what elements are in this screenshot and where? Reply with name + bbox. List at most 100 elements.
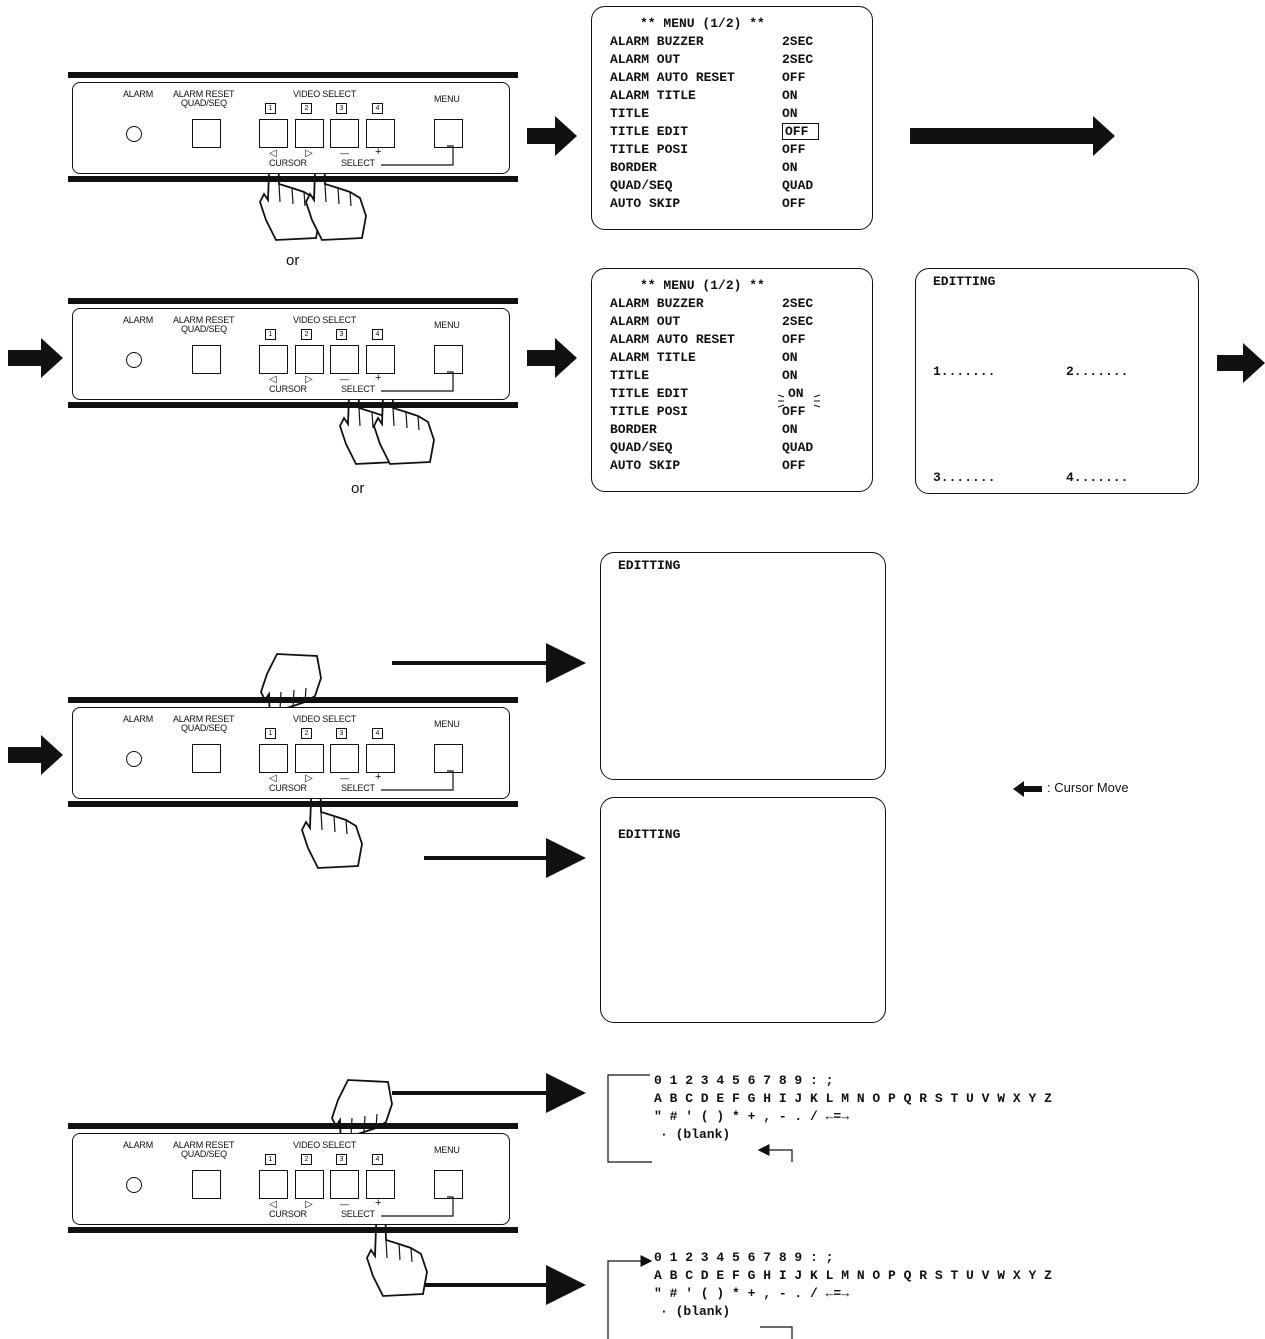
panel-rail-bottom	[68, 402, 518, 408]
video-select-4-button[interactable]	[366, 1170, 395, 1199]
video-select-3-button[interactable]	[330, 744, 359, 773]
menu-item-label: BORDER	[610, 160, 657, 175]
alarm-reset-button[interactable]	[192, 1170, 221, 1199]
menu-item-label: ALARM BUZZER	[610, 34, 704, 49]
edit-title: EDITTING	[618, 558, 681, 573]
channel-4-number: 4	[372, 103, 383, 114]
channel-1-number: 1	[265, 329, 276, 340]
alarm-reset-label: ALARM RESET	[173, 1140, 235, 1150]
charset-wrap-arrow-icon	[757, 1144, 793, 1162]
charset-wrap-arrow-icon	[607, 1255, 653, 1339]
select-plus-icon: +	[375, 372, 382, 384]
menu-item-value: QUAD	[782, 178, 814, 193]
video-select-3-button[interactable]	[330, 345, 359, 374]
menu-button[interactable]	[434, 119, 463, 148]
video-select-2-button[interactable]	[295, 1170, 324, 1199]
channel-2-number: 2	[301, 1154, 312, 1165]
quad-seq-label: QUAD/SEQ	[181, 723, 227, 733]
alarm-label: ALARM	[123, 714, 154, 724]
cursor-right-icon: ▷	[305, 148, 313, 159]
select-minus-icon: —	[340, 773, 349, 783]
video-select-4-button[interactable]	[366, 744, 395, 773]
menu-item-label: TITLE EDIT	[610, 124, 689, 139]
alarm-led-icon	[126, 126, 142, 142]
panel-rail-bottom	[68, 176, 518, 182]
cursor-label: CURSOR	[269, 783, 307, 793]
menu-item-value: 2SEC	[782, 52, 814, 67]
cursor-left-icon: ◁	[269, 773, 277, 784]
or-label: or	[351, 480, 365, 497]
video-select-4-button[interactable]	[366, 119, 395, 148]
menu-item-value: OFF	[782, 142, 806, 157]
menu-button[interactable]	[434, 345, 463, 374]
panel-face: ALARM ALARM RESET QUAD/SEQ VIDEO SELECT …	[72, 82, 510, 174]
select-minus-icon: —	[340, 1199, 349, 1209]
video-select-2-button[interactable]	[295, 744, 324, 773]
alarm-led-icon	[126, 352, 142, 368]
flow-arrow-icon	[8, 338, 63, 378]
panel-face: ALARM ALARM RESET QUAD/SEQ VIDEO SELECT …	[72, 1133, 510, 1225]
menu-item-value: OFF	[782, 332, 806, 347]
edit-screen-right-cursor: EDITTING	[600, 552, 886, 780]
channel-2-number: 2	[301, 103, 312, 114]
cursor-right-icon: ▷	[305, 773, 313, 784]
channel-2-number: 2	[301, 728, 312, 739]
menu-item-label: TITLE EDIT	[610, 386, 689, 401]
alarm-label: ALARM	[123, 89, 154, 99]
video-select-4-button[interactable]	[366, 345, 395, 374]
alarm-reset-label: ALARM RESET	[173, 89, 235, 99]
menu-label: MENU	[434, 94, 460, 104]
menu-item-label: ALARM AUTO RESET	[610, 332, 735, 347]
video-select-label: VIDEO SELECT	[293, 89, 357, 99]
charset-bracket	[760, 1326, 793, 1339]
or-label: or	[286, 252, 300, 269]
title-edit-selected-value: OFF	[782, 123, 820, 140]
menu-item-value: OFF	[782, 404, 806, 419]
charset-row3: " # ' ( ) * + , - . / ←=→	[654, 1286, 850, 1301]
video-select-2-button[interactable]	[295, 345, 324, 374]
charset-row1: 0 1 2 3 4 5 6 7 8 9 : ;	[654, 1073, 834, 1088]
alarm-reset-button[interactable]	[192, 119, 221, 148]
alarm-reset-button[interactable]	[192, 345, 221, 374]
video-select-3-button[interactable]	[330, 1170, 359, 1199]
panel-rail-top	[68, 697, 518, 703]
panel-rail-top	[68, 72, 518, 78]
charset-row1: 0 1 2 3 4 5 6 7 8 9 : ;	[654, 1250, 834, 1265]
charset-row4: · (blank)	[660, 1127, 731, 1142]
video-select-label: VIDEO SELECT	[293, 315, 357, 325]
edit-title: EDITTING	[618, 827, 681, 842]
select-minus-icon: —	[340, 148, 349, 158]
video-select-1-button[interactable]	[259, 744, 288, 773]
menu-item-value: ON	[782, 368, 798, 383]
legend-arrow-icon	[1013, 781, 1042, 797]
menu-item-value: OFF	[782, 70, 806, 85]
menu-item-value: ON	[782, 350, 798, 365]
cursor-left-icon: ◁	[269, 148, 277, 159]
menu-item-value: 2SEC	[782, 314, 814, 329]
channel-2-number: 2	[301, 329, 312, 340]
video-select-1-button[interactable]	[259, 1170, 288, 1199]
video-select-1-button[interactable]	[259, 119, 288, 148]
menu-item-value: QUAD	[782, 440, 814, 455]
edit-title: EDITTING	[933, 274, 996, 289]
cursor-label: CURSOR	[269, 158, 307, 168]
video-select-3-button[interactable]	[330, 119, 359, 148]
menu-item-value: 2SEC	[782, 296, 814, 311]
menu-title: ** MENU (1/2) **	[640, 278, 765, 293]
menu-item-label: TITLE POSI	[610, 142, 689, 157]
menu-item-label: ALARM TITLE	[610, 350, 696, 365]
channel-1-number: 1	[265, 728, 276, 739]
video-select-2-button[interactable]	[295, 119, 324, 148]
charset-row4: · (blank)	[660, 1304, 731, 1319]
flow-arrow-icon	[8, 735, 63, 775]
video-select-1-button[interactable]	[259, 345, 288, 374]
video-select-label: VIDEO SELECT	[293, 1140, 357, 1150]
menu-item-label: AUTO SKIP	[610, 196, 681, 211]
menu-button[interactable]	[434, 1170, 463, 1199]
alarm-reset-button[interactable]	[192, 744, 221, 773]
menu-item-label: TITLE	[610, 106, 650, 121]
quad-seq-label: QUAD/SEQ	[181, 1149, 227, 1159]
menu-button[interactable]	[434, 744, 463, 773]
menu-label: MENU	[434, 719, 460, 729]
